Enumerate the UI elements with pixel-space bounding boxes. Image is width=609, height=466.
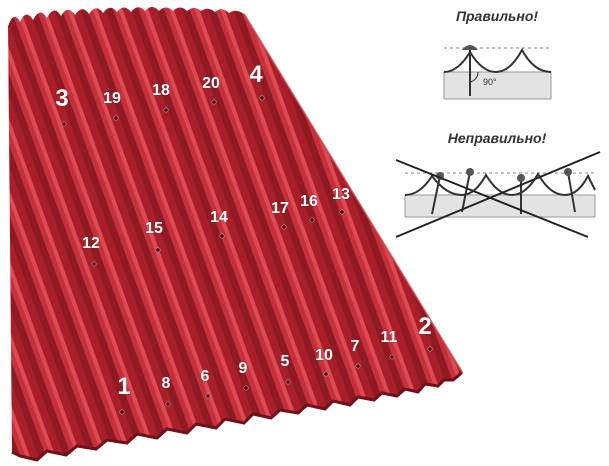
screw-marker-icon: [389, 354, 395, 360]
fastening-point-label: 18: [152, 82, 170, 99]
roofing-sheet: [8, 7, 462, 460]
incorrect-heading: Неправильно!: [448, 130, 547, 146]
screw-marker-icon: [163, 107, 169, 113]
screw-marker-icon: [119, 409, 125, 415]
fastening-point-label: 8: [162, 375, 171, 392]
cross-line-icon: [395, 151, 601, 238]
screw-head-icon: [517, 174, 525, 182]
fastening-point-label: 6: [201, 368, 210, 385]
sheet-profile: [443, 47, 552, 74]
screw-marker-icon: [61, 121, 67, 127]
screw-shaft: [431, 175, 441, 215]
screw-marker-icon: [205, 393, 211, 399]
screw-marker-icon: [259, 95, 265, 101]
sheet-profile: [404, 171, 596, 197]
fastening-point-label: 4: [249, 61, 263, 88]
correct-heading: Правильно!: [456, 8, 538, 24]
cross-line-icon: [395, 159, 589, 238]
fastening-point-label: 16: [300, 193, 318, 210]
screw-marker-icon: [309, 217, 315, 223]
correct-fastening-detail: Правильно! 90°: [443, 8, 552, 100]
screw-marker-icon: [281, 224, 287, 230]
batten: [443, 71, 552, 100]
screw-shaft: [567, 171, 576, 213]
screw-shaft: [461, 171, 471, 213]
screw-marker-icon: [113, 115, 119, 121]
screw-marker-icon: [323, 371, 329, 377]
angle-arc: [469, 71, 479, 83]
screw-marker-icon: [339, 209, 345, 215]
screw-marker-icon: [155, 247, 161, 253]
screw-marker-icon: [427, 346, 433, 352]
fastening-point-label: 17: [271, 200, 289, 217]
screw-marker-icon: [285, 379, 291, 385]
incorrect-fastening-detail: Неправильно!: [395, 130, 601, 238]
screw-head-icon: [564, 168, 572, 176]
fastening-point-label: 5: [281, 353, 290, 370]
screw-marker-icon: [91, 261, 97, 267]
screw-marker-icon: [165, 401, 171, 407]
fastening-point-label: 20: [202, 75, 220, 92]
fastening-point-label: 3: [55, 85, 68, 112]
fastening-point-label: 19: [103, 90, 121, 107]
fastening-point-label: 15: [145, 220, 163, 237]
fastening-point-label: 14: [210, 209, 228, 226]
screw-marker-icon: [219, 233, 225, 239]
screw-head-icon: [462, 45, 478, 50]
screw-marker-icon: [243, 385, 249, 391]
screw-marker-icon: [355, 363, 361, 369]
fastening-point-label: 1: [117, 373, 130, 400]
fastening-point-label: 9: [239, 360, 248, 377]
fastening-point-label: 7: [351, 338, 360, 355]
angle-label: 90°: [483, 77, 497, 87]
fastening-point-label: 12: [82, 235, 100, 252]
fastening-point-label: 2: [418, 313, 431, 340]
fastening-point-label: 10: [315, 347, 333, 364]
sheet-right-edge: [243, 13, 463, 373]
fastening-point-label: 13: [332, 186, 350, 203]
screw-marker-icon: [211, 99, 217, 105]
batten: [404, 194, 596, 218]
screw-head-icon: [466, 168, 474, 176]
fastening-point-label: 11: [381, 329, 398, 346]
sheet-bottom-edge: [11, 370, 464, 462]
